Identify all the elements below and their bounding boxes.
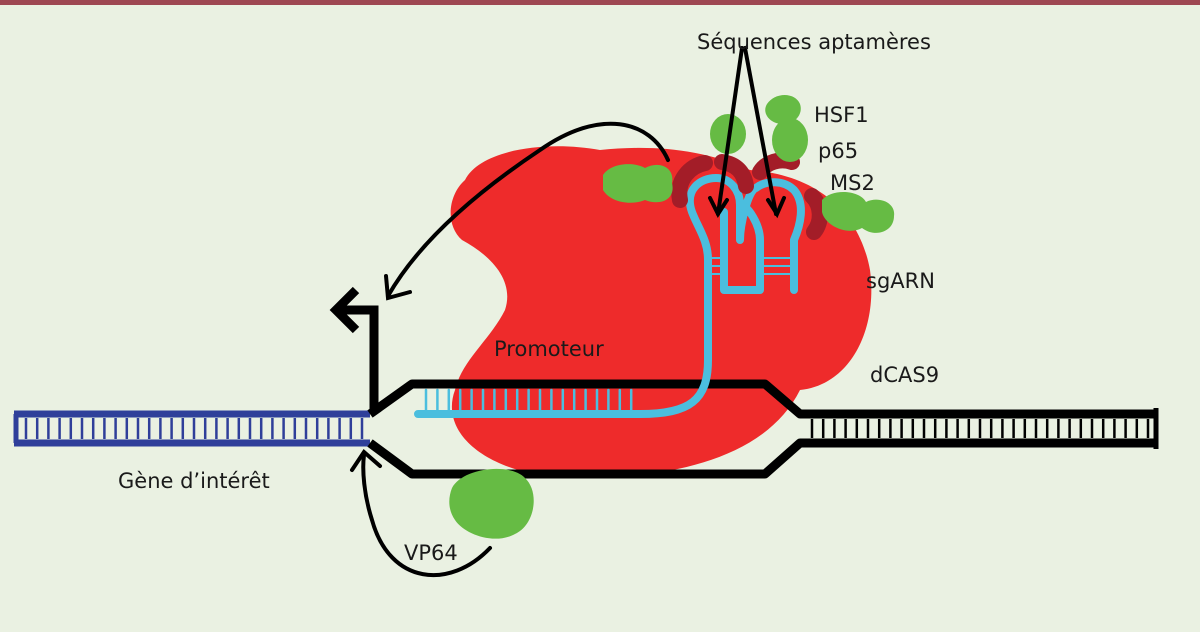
curved-arrows bbox=[350, 46, 786, 578]
dcas9-protein bbox=[450, 146, 872, 479]
sgrna bbox=[414, 174, 805, 418]
label-aptamer-sequences: Séquences aptamères bbox=[697, 30, 931, 54]
label-gene: Gène d’intérêt bbox=[118, 469, 270, 493]
promoter-dna bbox=[367, 379, 1159, 479]
gene-dna bbox=[13, 410, 370, 447]
label-hsf1: HSF1 bbox=[814, 103, 869, 127]
top-rule bbox=[0, 0, 1200, 5]
label-ms2: MS2 bbox=[830, 171, 875, 195]
transcription-start-arrow bbox=[329, 286, 379, 412]
label-promoteur: Promoteur bbox=[494, 337, 604, 361]
label-vp64: VP64 bbox=[404, 541, 458, 565]
activator-domains bbox=[449, 95, 895, 539]
label-sgarn: sgARN bbox=[866, 269, 935, 293]
label-p65: p65 bbox=[818, 139, 858, 163]
label-dcas9: dCAS9 bbox=[870, 363, 939, 387]
